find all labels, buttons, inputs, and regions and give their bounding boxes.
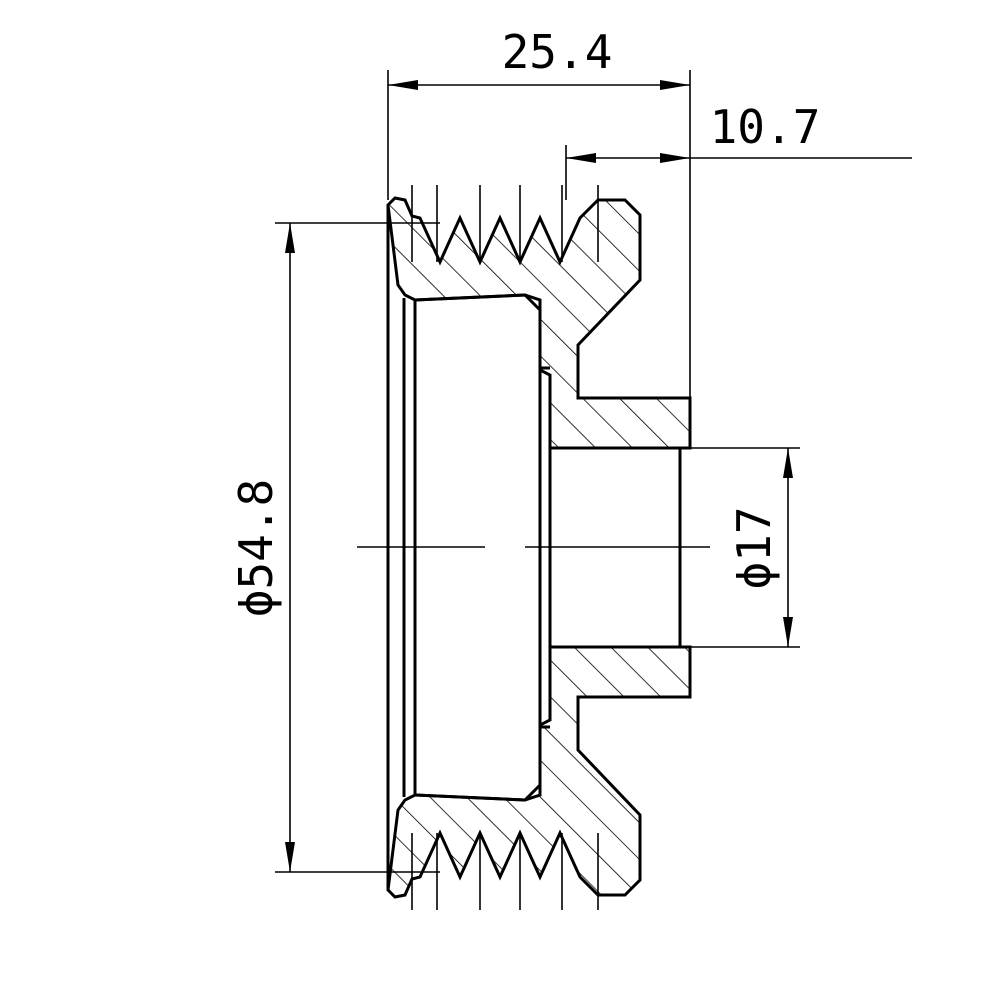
bore-diameter-label: ϕ17 xyxy=(727,506,781,589)
overall-length-label: 25.4 xyxy=(502,25,613,79)
dimension-overall-length: 25.4 xyxy=(387,25,691,398)
outer-diameter-label: ϕ54.8 xyxy=(229,479,283,617)
dimension-bore-diameter: ϕ17 xyxy=(690,447,800,648)
dimension-hub-length: 10.7 xyxy=(565,100,912,200)
hub-length-label: 10.7 xyxy=(710,100,821,154)
dimension-outer-diameter: ϕ54.8 xyxy=(229,222,440,873)
